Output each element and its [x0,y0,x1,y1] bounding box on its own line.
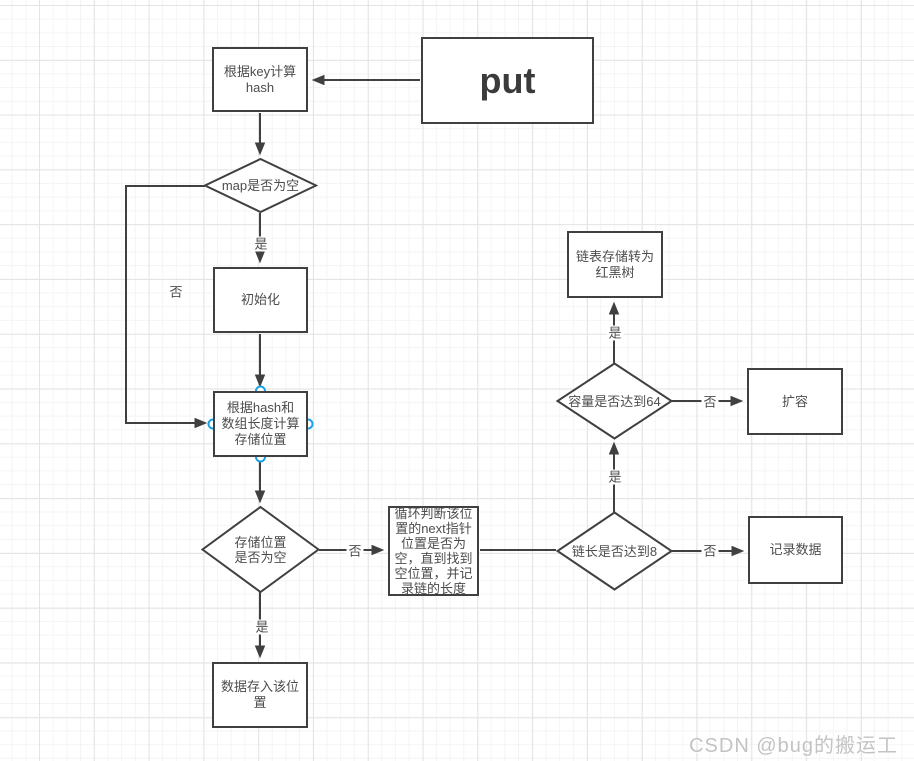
decision-chain-len-shape[interactable] [555,511,674,591]
node-record-data[interactable]: 记录数据 [748,516,843,584]
node-to-rbtree[interactable]: 链表存储转为 红黑树 [567,231,663,298]
csdn-watermark: CSDN @bug的搬运工 [689,735,898,757]
edge-label-slot-no[interactable]: 否 [346,543,364,559]
edge-label-cap-no[interactable]: 否 [701,394,719,410]
decision-slot-empty-shape[interactable] [200,505,321,594]
node-compute-hash[interactable]: 根据key计算 hash [212,47,308,112]
edge-label-chain-no[interactable]: 否 [701,543,719,559]
decision-slot-empty-label[interactable]: 存储位置 是否为空 [234,534,287,565]
decision-map-empty-shape[interactable] [202,157,319,214]
node-compute-index[interactable]: 根据hash和 数组长度计算 存储位置 [213,391,308,457]
decision-chain-len-label[interactable]: 链长是否达到8 [571,543,658,559]
edge-label-map-no[interactable]: 否 [167,284,185,300]
node-put[interactable]: put [421,37,594,124]
edge-label-map-yes[interactable]: 是 [252,236,270,252]
edge-label-chain-yes[interactable]: 是 [606,469,624,485]
node-init[interactable]: 初始化 [213,267,308,333]
edge-label-slot-yes[interactable]: 是 [253,619,271,635]
decision-capacity-shape[interactable] [555,362,674,440]
decision-capacity-label[interactable]: 容量是否达到64 [568,393,661,409]
decision-map-empty-label[interactable]: map是否为空 [221,178,300,193]
edge-map-empty-no-loop[interactable] [125,185,205,423]
node-loop-next[interactable]: 循环判断该位 置的next指针 位置是否为 空，直到找到 空位置，并记 录链的长… [388,506,479,596]
edge-label-cap-yes[interactable]: 是 [606,325,624,341]
node-store-data[interactable]: 数据存入该位 置 [212,662,308,728]
node-resize[interactable]: 扩容 [747,368,843,435]
